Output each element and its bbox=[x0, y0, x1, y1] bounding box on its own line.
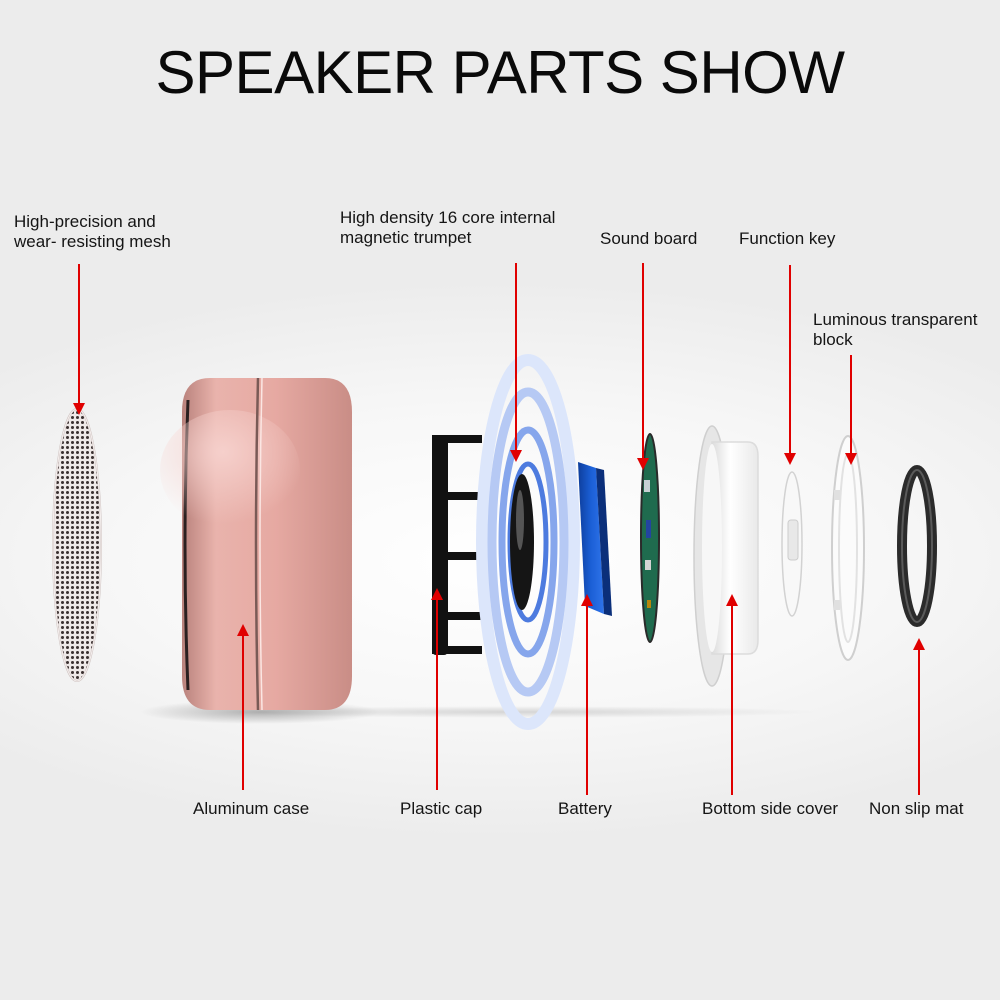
label-aluminum-case: Aluminum case bbox=[193, 799, 310, 818]
label-mesh-line1: High-precision and bbox=[14, 212, 156, 231]
pointer-mesh bbox=[73, 264, 85, 415]
page-title: SPEAKER PARTS SHOW bbox=[155, 39, 845, 106]
label-battery: Battery bbox=[558, 799, 612, 818]
pointer-plastic-cap bbox=[431, 588, 443, 790]
pointer-sound-board bbox=[637, 263, 649, 470]
label-trumpet-line2: magnetic trumpet bbox=[340, 228, 472, 247]
pointer-battery bbox=[581, 594, 593, 795]
aluminum-case-part bbox=[160, 377, 352, 711]
bottom-cover-part bbox=[693, 425, 759, 687]
label-luminous-line2: block bbox=[813, 330, 853, 349]
label-bottom-cover: Bottom side cover bbox=[702, 799, 839, 818]
trumpet-part bbox=[476, 354, 580, 730]
non-slip-mat-part bbox=[897, 465, 937, 627]
label-sound-board: Sound board bbox=[600, 229, 698, 248]
sound-board-part bbox=[640, 433, 660, 643]
battery-part bbox=[578, 462, 612, 616]
label-non-slip-mat: Non slip mat bbox=[869, 799, 964, 818]
label-trumpet-line1: High density 16 core internal bbox=[340, 208, 556, 227]
label-luminous-line1: Luminous transparent bbox=[813, 310, 978, 329]
pointer-non-slip-mat bbox=[913, 638, 925, 795]
label-mesh-line2: wear- resisting mesh bbox=[14, 232, 171, 251]
floor-shadow bbox=[220, 706, 820, 718]
mesh-part bbox=[52, 408, 102, 682]
luminous-block-part bbox=[831, 435, 865, 661]
pointer-bottom-cover bbox=[726, 594, 738, 795]
pointer-trumpet bbox=[510, 263, 522, 462]
label-luminous-block: Luminous transparent block bbox=[813, 310, 977, 350]
label-trumpet: High density 16 core internal magnetic t… bbox=[340, 208, 555, 248]
label-function-key: Function key bbox=[739, 229, 836, 248]
label-mesh: High-precision and wear- resisting mesh bbox=[14, 212, 171, 252]
label-plastic-cap: Plastic cap bbox=[400, 799, 483, 818]
pointer-function-key bbox=[784, 265, 796, 465]
pointer-luminous-block bbox=[845, 355, 857, 465]
pointer-lines bbox=[73, 263, 925, 795]
pointer-aluminum-case bbox=[237, 624, 249, 790]
function-key-part bbox=[781, 471, 803, 617]
